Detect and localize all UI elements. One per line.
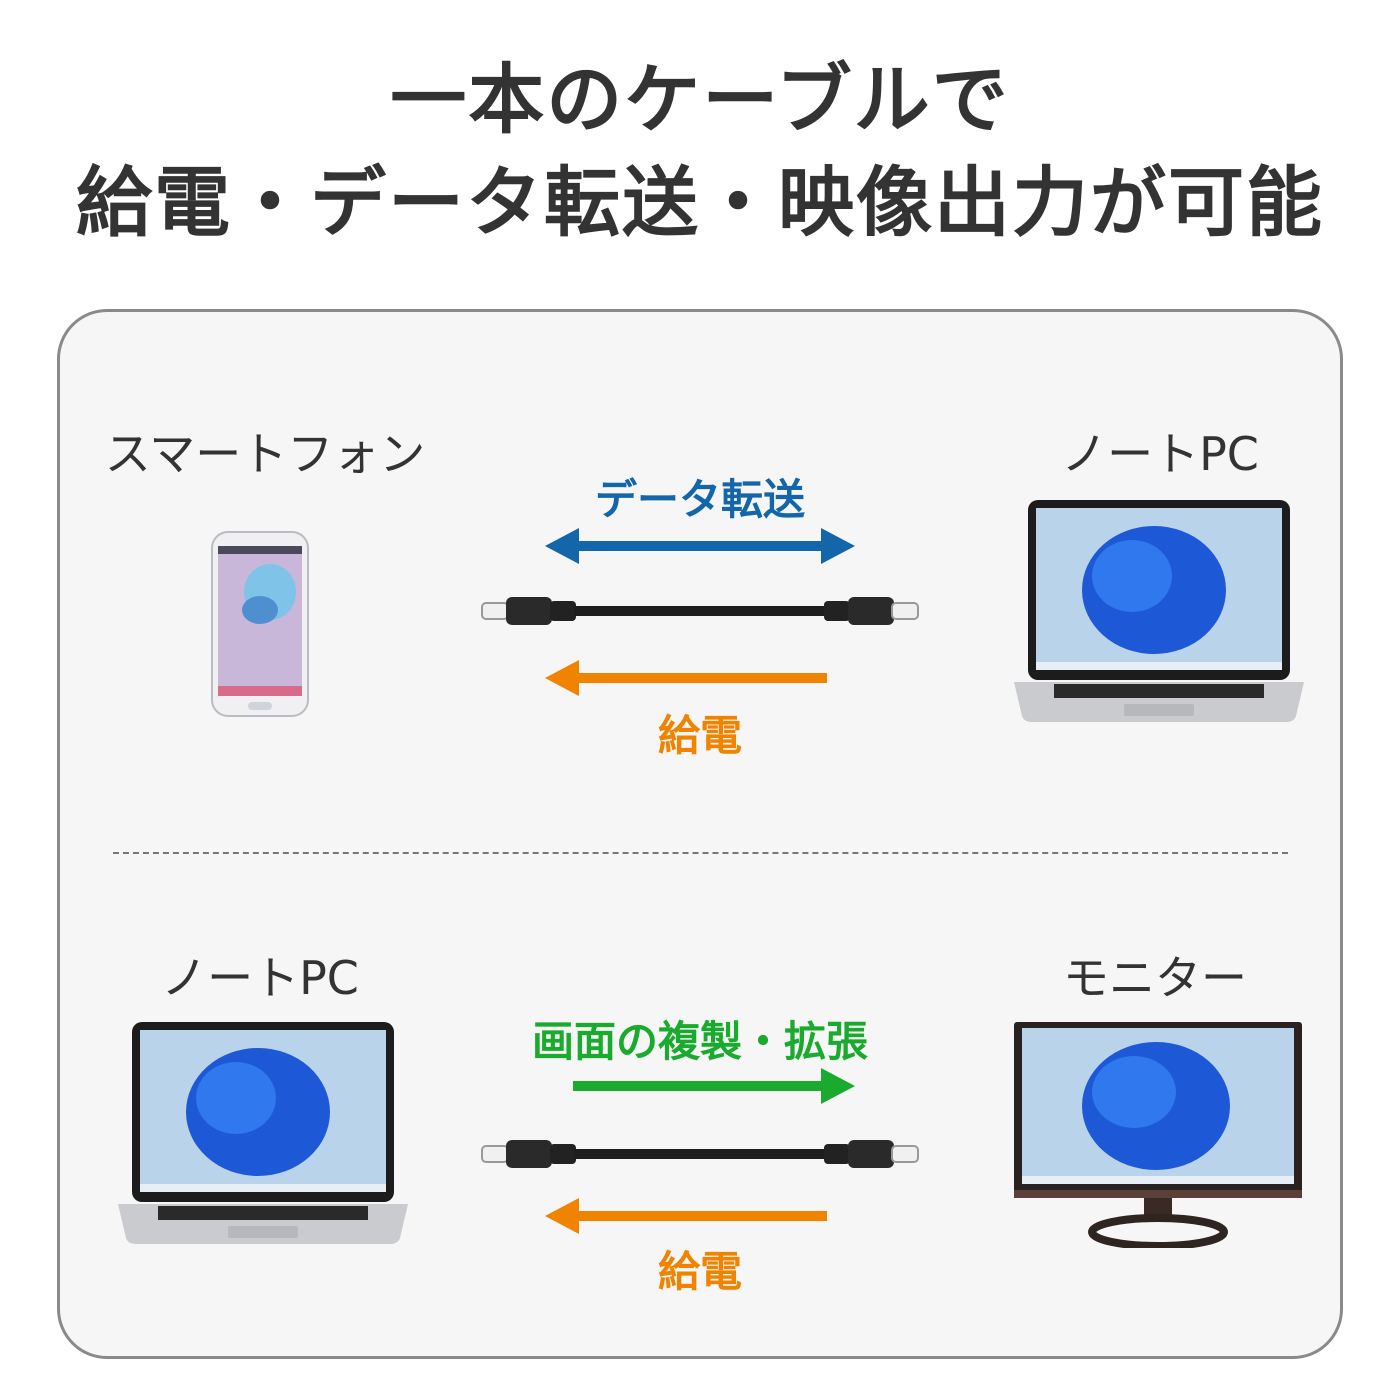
flow-label-power-1: 給電: [657, 711, 742, 760]
label-laptop-top: ノートPC: [1061, 427, 1259, 481]
headline-line-1: 一本のケーブルで: [390, 55, 1010, 144]
headline-line-2: 給電・データ転送・映像出力が可能: [76, 158, 1324, 247]
monitor-icon: [1014, 1022, 1302, 1248]
flow-label-data-transfer: データ転送: [594, 475, 805, 524]
usb-c-cable-icon: [481, 597, 919, 625]
smartphone-icon: [211, 531, 309, 717]
flow-label-power-2: 給電: [657, 1247, 742, 1296]
left-arrow-icon: [545, 1198, 827, 1234]
double-arrow-icon: [545, 528, 855, 564]
usb-c-cable-icon: [481, 1140, 919, 1168]
section-divider: [113, 852, 1288, 854]
label-smartphone: スマートフォン: [104, 427, 426, 481]
left-arrow-icon: [545, 660, 827, 696]
flow-label-screen-mirror-extend: 画面の複製・拡張: [531, 1017, 868, 1066]
right-arrow-icon: [573, 1068, 855, 1104]
laptop-icon: [1014, 500, 1304, 722]
label-laptop-bottom: ノートPC: [161, 951, 359, 1005]
label-monitor: モニター: [1063, 951, 1247, 1005]
laptop-icon: [118, 1022, 408, 1244]
